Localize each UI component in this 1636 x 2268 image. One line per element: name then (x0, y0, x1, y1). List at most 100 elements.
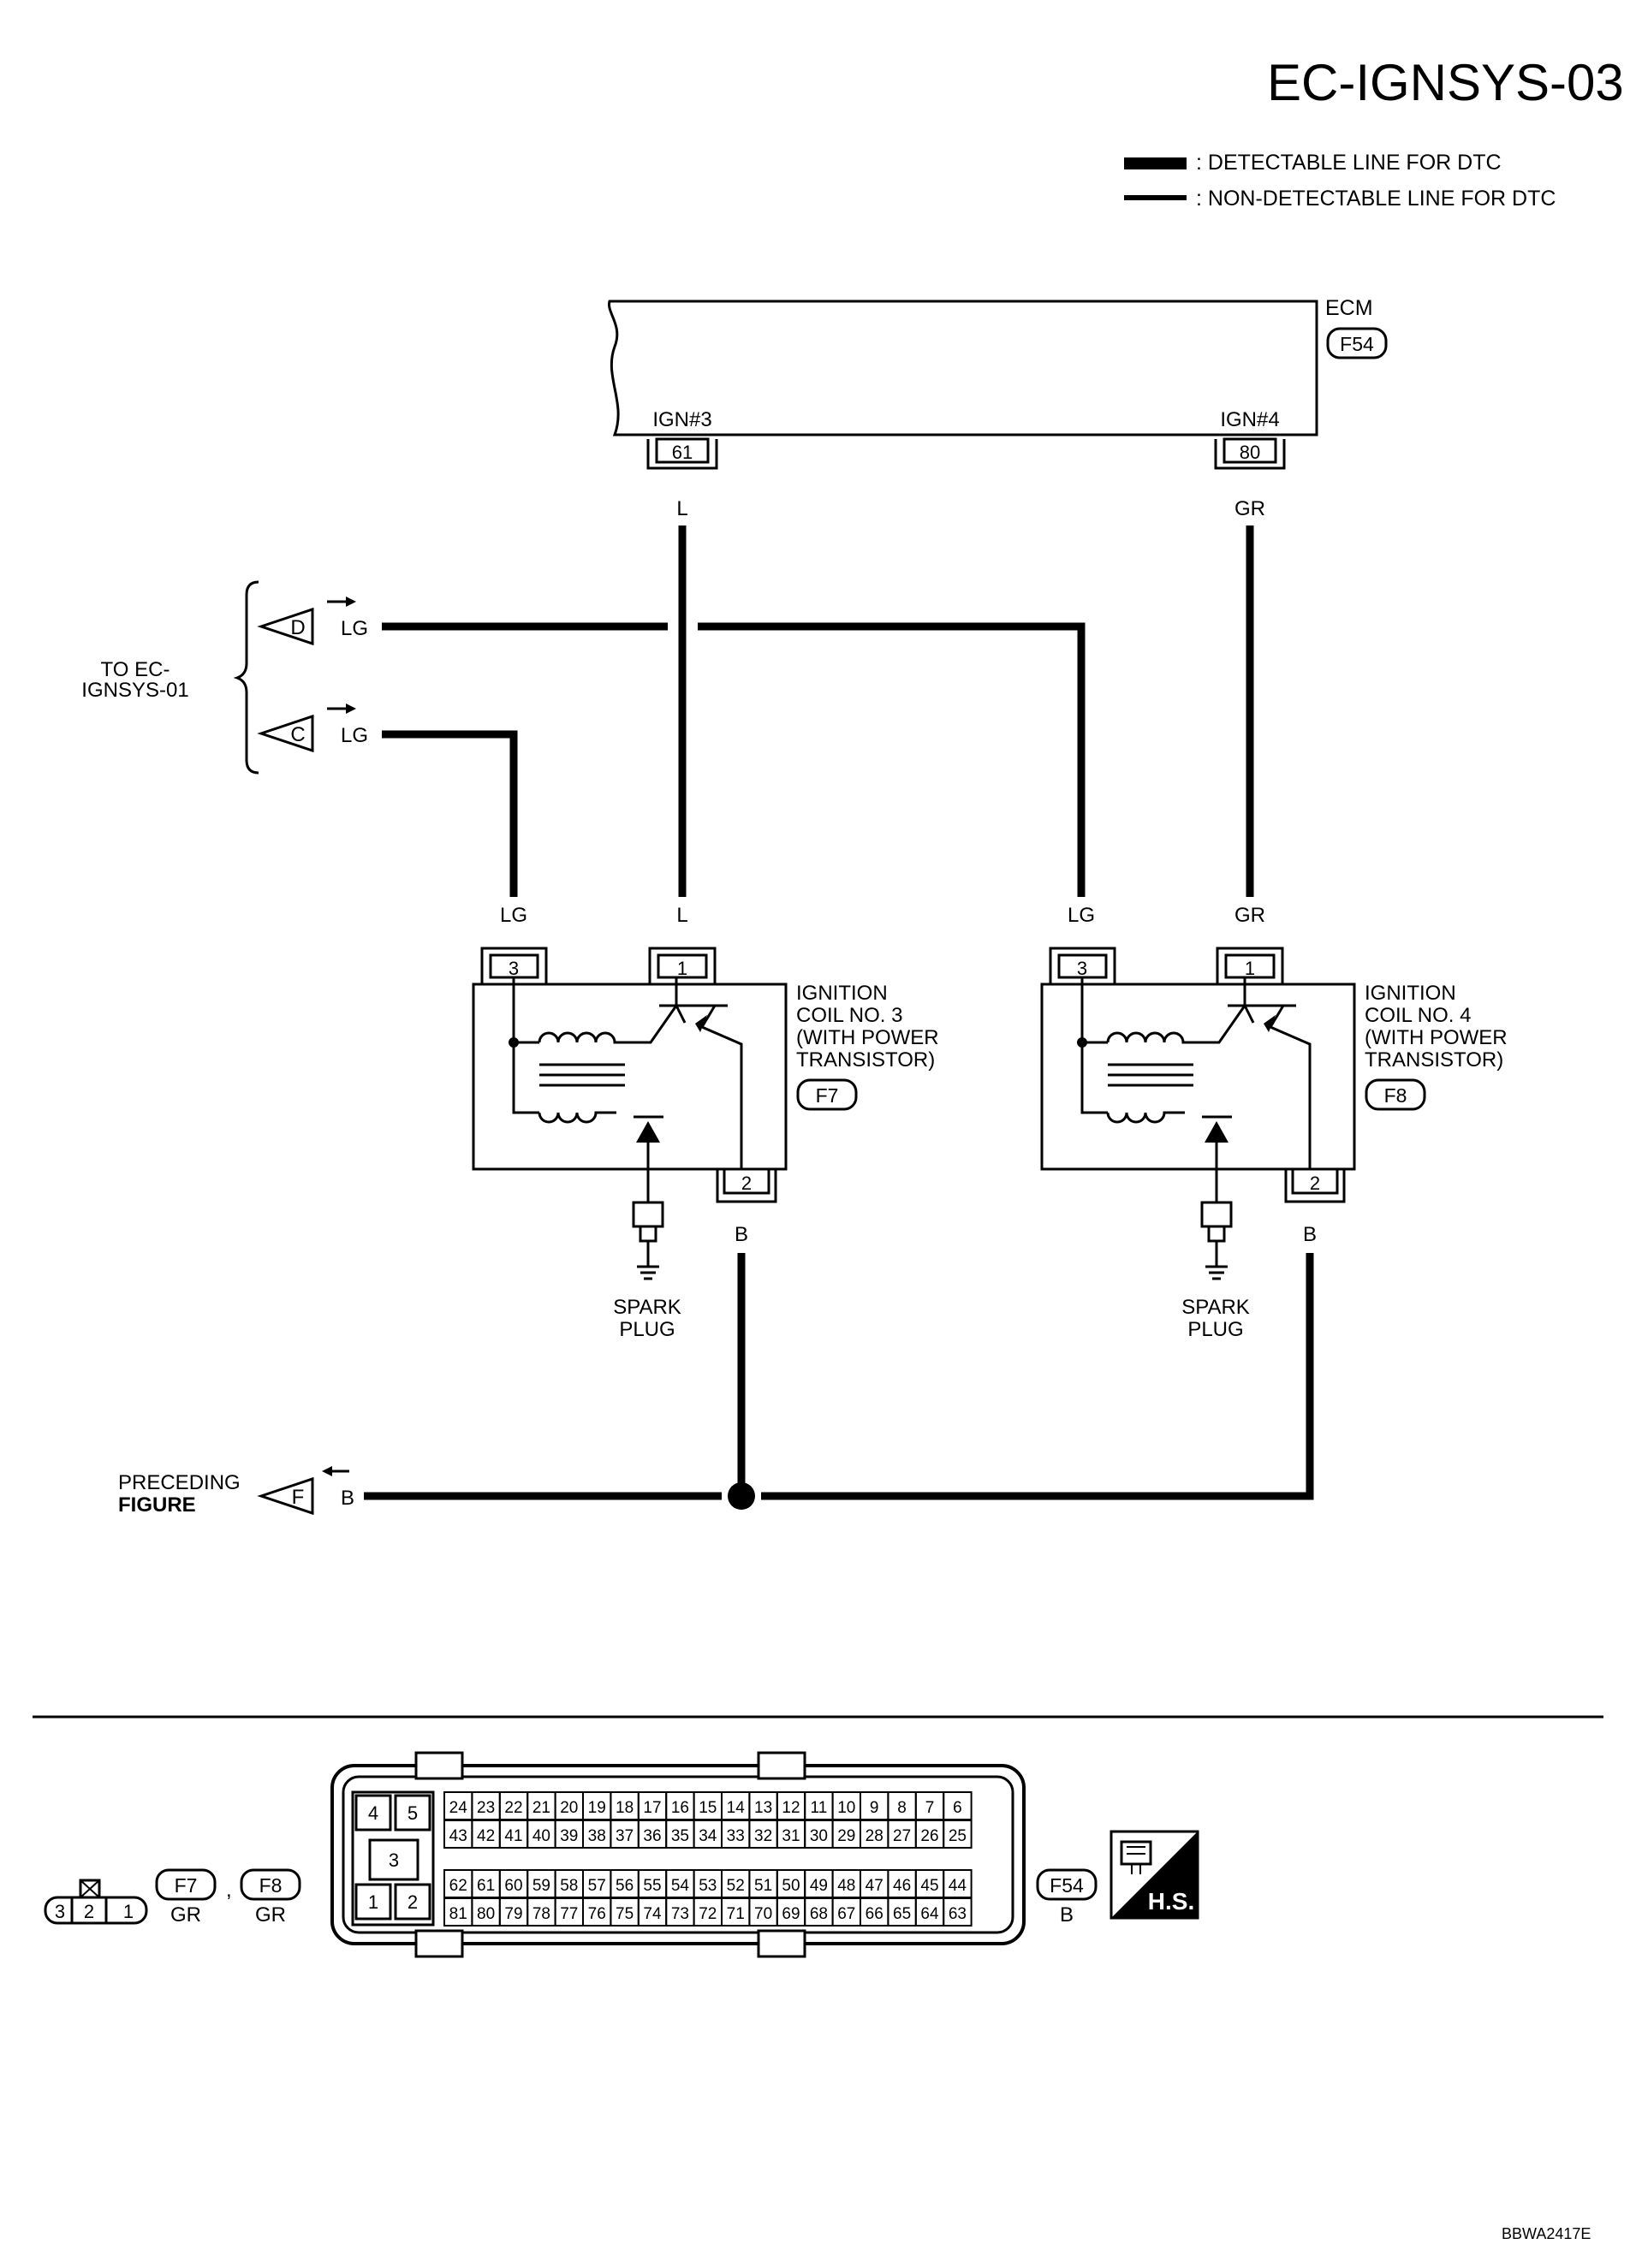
coil3-name-line2: COIL NO. 3 (796, 1004, 902, 1027)
ecm-pin-number: 39 (560, 1827, 578, 1845)
ecm-pin-name-ign3: IGN#3 (652, 408, 711, 431)
connector-D-wire: LG (341, 617, 368, 640)
ecm-pin-number: 78 (532, 1905, 550, 1923)
to-ref-line2: IGNSYS-01 (81, 679, 188, 702)
ecm-pin-number: 14 (727, 1799, 746, 1817)
view-f7-id: F7 (175, 1874, 198, 1897)
ecm-pin-number: 7 (925, 1799, 935, 1817)
ecm-pin-number: 45 (920, 1877, 938, 1895)
ecm-pin-number: 52 (727, 1877, 745, 1895)
ecm-pin-number: 63 (949, 1905, 967, 1923)
coil3-pin-3: 3 (509, 958, 519, 979)
ecm-pin-number: 59 (532, 1877, 550, 1895)
ecm-pin-number: 38 (588, 1827, 606, 1845)
small-pin-3: 3 (55, 1901, 65, 1922)
ecm-pin-61: 61 (672, 442, 693, 463)
ecm-pin-number: 9 (870, 1799, 879, 1817)
ecm-pin-number: 10 (837, 1799, 855, 1817)
ecm-pin-number: 21 (532, 1799, 550, 1817)
ecm-pin-number: 15 (699, 1799, 717, 1817)
wire-LG-C (382, 730, 518, 897)
ecm-pin-cell (943, 1820, 973, 1849)
view-f54-color: B (1060, 1903, 1074, 1927)
detectable-line-sample (1124, 157, 1187, 169)
hs-label: H.S. (1148, 1888, 1194, 1915)
coil3-plug-line2: PLUG (619, 1318, 675, 1341)
coil3-pin-2: 2 (741, 1173, 752, 1194)
coil3-wire-B: B (735, 1223, 748, 1246)
coil4-connector-id: F8 (1384, 1084, 1407, 1107)
ecm-pin-number: 12 (782, 1799, 800, 1817)
view-f8-color: GR (255, 1903, 286, 1927)
ecm-pin-number: 79 (504, 1905, 522, 1923)
ecm-pin-number: 70 (754, 1905, 772, 1923)
ecm-connector-badge (1326, 327, 1388, 359)
wire-label-L-top: L (676, 497, 687, 520)
ecm-pin-number: 44 (949, 1877, 967, 1895)
ecm-pin-number: 23 (477, 1799, 495, 1817)
ecm-pin-number: 67 (837, 1905, 855, 1923)
ecm-pin-number: 41 (504, 1827, 522, 1845)
figure-code: BBWA2417E (1502, 2225, 1591, 2242)
ecm-pin-number: 24 (449, 1799, 468, 1817)
coil3-name-line4: TRANSISTOR) (796, 1048, 935, 1072)
ecm-pin-number: 42 (477, 1827, 495, 1845)
connector-D-letter: D (290, 616, 305, 639)
coil3-name-line1: IGNITION (796, 982, 888, 1005)
connector-C-arrow (257, 714, 314, 753)
ecm-pin-number: 40 (532, 1827, 550, 1845)
ecm-pin-number: 33 (727, 1827, 745, 1845)
ecm-pin-number: 68 (810, 1905, 828, 1923)
ecm-connector-id: F54 (1340, 333, 1374, 355)
coil4-name-line2: COIL NO. 4 (1365, 1004, 1471, 1027)
preceding-line2: FIGURE (118, 1493, 196, 1517)
ecm-pin-number: 77 (560, 1905, 578, 1923)
coil3-wire-LG: LG (500, 904, 527, 927)
connector-C-wire: LG (341, 724, 368, 747)
coil4-wire-GR: GR (1234, 904, 1265, 927)
ecm-pin-number: 50 (782, 1877, 800, 1895)
ecm-pin-number: 32 (754, 1827, 772, 1845)
ecm-pin-number: 64 (920, 1905, 939, 1923)
legend-detectable: : DETECTABLE LINE FOR DTC (1196, 151, 1502, 175)
ecm-pin-number: 8 (897, 1799, 907, 1817)
ecm-pin-number: 27 (893, 1827, 911, 1845)
ecm-pin-number: 62 (449, 1877, 467, 1895)
ecm-pin-number: 47 (866, 1877, 883, 1895)
ecm-pin-number: 53 (699, 1877, 717, 1895)
view-f54-id: F54 (1050, 1874, 1084, 1897)
ecm-pin-name-ign4: IGN#4 (1220, 408, 1279, 431)
to-ref-line1: TO EC- (101, 658, 170, 681)
small-pin-1: 1 (123, 1901, 134, 1922)
ecm-pin-number: 35 (671, 1827, 689, 1845)
coil3-wire-L: L (676, 904, 687, 927)
ecm-pin-number: 72 (699, 1905, 717, 1923)
ecm-block-5: 5 (408, 1802, 418, 1824)
preceding-letter: F (292, 1486, 305, 1509)
view-f7-color: GR (170, 1903, 201, 1927)
preceding-wire: B (341, 1487, 354, 1510)
ecm-pin-number: 43 (449, 1827, 467, 1845)
coil4-name-line4: TRANSISTOR) (1365, 1048, 1503, 1072)
ecm-pin-number: 25 (949, 1827, 967, 1845)
ecm-pin-number: 28 (866, 1827, 883, 1845)
ecm-pin-number: 11 (811, 1799, 828, 1817)
ecm-pin-number: 65 (893, 1905, 911, 1923)
ecm-pin-number: 34 (699, 1827, 717, 1845)
ecm-pin-number: 76 (588, 1905, 606, 1923)
coil3-connector-id: F7 (816, 1084, 839, 1107)
ecm-pin-number: 13 (754, 1799, 772, 1817)
ecm-pin-number: 75 (616, 1905, 634, 1923)
ecm-pin-number: 73 (671, 1905, 689, 1923)
ecm-block-2: 2 (408, 1891, 418, 1913)
ecm-pin-number: 61 (477, 1877, 495, 1895)
ecm-pin-number: 71 (727, 1905, 745, 1923)
ecm-pin-number: 36 (643, 1827, 661, 1845)
ecm-pin-number: 37 (616, 1827, 634, 1845)
ecm-pin-number: 54 (671, 1877, 690, 1895)
wire-LG-D-right (698, 622, 1086, 897)
ecm-pin-cell (943, 1897, 973, 1927)
ecm-block-4: 4 (368, 1802, 378, 1824)
